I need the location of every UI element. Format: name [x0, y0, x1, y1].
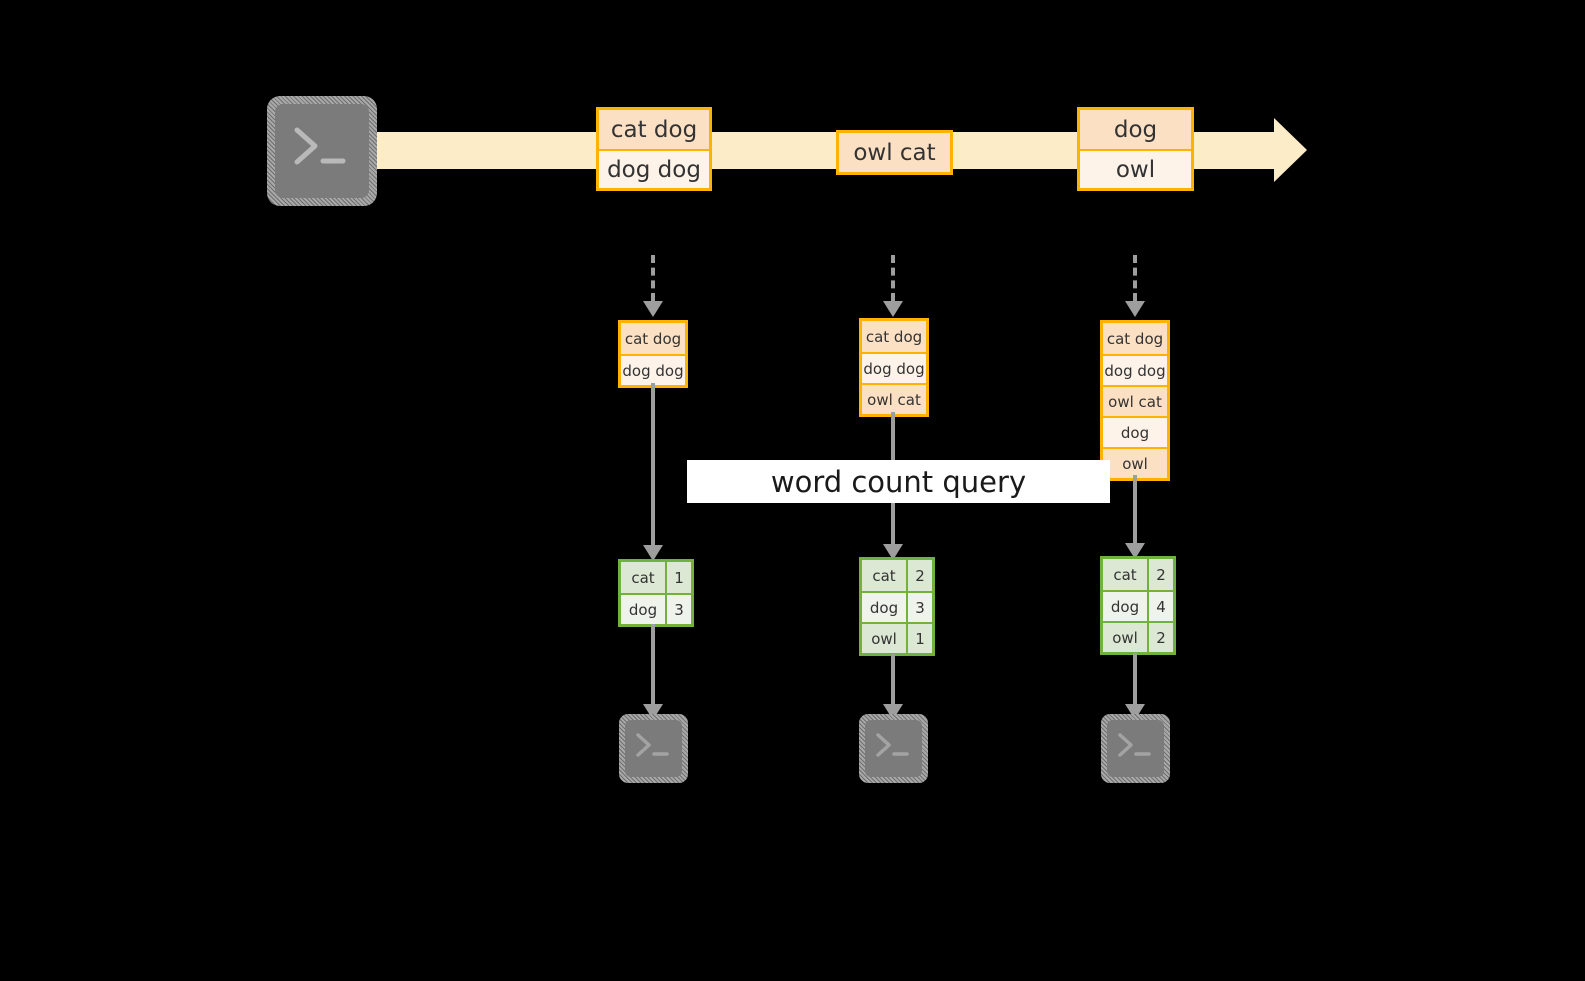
- stream-record-3: dog owl: [1077, 107, 1194, 191]
- result-word-cell: dog: [1103, 592, 1147, 621]
- snapshot-1-result-table: cat 1 dog 3: [618, 559, 694, 627]
- terminal-prompt-glyph-icon: [1118, 733, 1151, 757]
- terminal-face: [625, 720, 682, 777]
- snapshot-1-output-arrow-icon: [643, 624, 663, 720]
- result-count-cell: 1: [665, 562, 691, 593]
- result-word-cell: dog: [621, 595, 665, 624]
- stream-record-1: cat dog dog dog: [596, 107, 712, 191]
- result-row: cat 1: [621, 562, 691, 593]
- result-row: dog 4: [1103, 590, 1173, 621]
- snapshot-3-query-arrow-icon: [1125, 475, 1145, 559]
- result-count-cell: 1: [906, 624, 932, 653]
- snapshot-table-row: cat dog: [621, 323, 685, 354]
- result-word-cell: cat: [1103, 559, 1147, 590]
- snapshot-table-row: dog: [1103, 416, 1167, 447]
- result-count-cell: 3: [906, 593, 932, 622]
- snapshot-2-output-arrow-icon: [883, 654, 903, 720]
- terminal-prompt-glyph-icon: [876, 733, 909, 757]
- producer-terminal-icon: [267, 96, 377, 206]
- result-row: dog 3: [621, 593, 691, 624]
- stream-arrowhead-icon: [1274, 118, 1307, 182]
- result-word-cell: owl: [1103, 623, 1147, 652]
- result-count-cell: 2: [1147, 559, 1173, 590]
- result-row: cat 2: [862, 560, 932, 591]
- snapshot-1-consumer-terminal-icon: [619, 714, 688, 783]
- result-count-cell: 3: [665, 595, 691, 624]
- stream-record-line: owl cat: [839, 133, 950, 172]
- result-count-cell: 4: [1147, 592, 1173, 621]
- result-count-cell: 2: [906, 560, 932, 591]
- snapshot-table-row: dog dog: [621, 354, 685, 385]
- stream-record-line: dog dog: [599, 149, 709, 188]
- result-row: owl 1: [862, 622, 932, 653]
- snapshot-table-row: owl cat: [1103, 385, 1167, 416]
- terminal-face: [865, 720, 922, 777]
- terminal-face: [1107, 720, 1164, 777]
- stream-record-line: dog: [1080, 110, 1191, 149]
- terminal-prompt-glyph-icon: [294, 127, 346, 165]
- result-word-cell: cat: [862, 560, 906, 591]
- snapshot-1-query-arrow-icon: [643, 383, 663, 561]
- terminal-prompt-glyph-icon: [636, 733, 669, 757]
- snapshot-3-output-arrow-icon: [1125, 653, 1145, 720]
- snapshot-table-row: owl: [1103, 447, 1167, 478]
- result-word-cell: owl: [862, 624, 906, 653]
- snapshot-table-row: dog dog: [1103, 354, 1167, 385]
- stream-record-line: cat dog: [599, 110, 709, 149]
- snapshot-table-row: cat dog: [1103, 323, 1167, 354]
- snapshot-table-row: dog dog: [862, 352, 926, 383]
- stream-record-line: owl: [1080, 149, 1191, 188]
- result-count-cell: 2: [1147, 623, 1173, 652]
- snapshot-table-row: cat dog: [862, 321, 926, 352]
- result-row: cat 2: [1103, 559, 1173, 590]
- result-word-cell: dog: [862, 593, 906, 622]
- snapshot-table-row: owl cat: [862, 383, 926, 414]
- snapshot-3-consumer-terminal-icon: [1101, 714, 1170, 783]
- query-label: word count query: [687, 460, 1110, 503]
- result-word-cell: cat: [621, 562, 665, 593]
- snapshot-1-table: cat dog dog dog: [618, 320, 688, 388]
- snapshot-3-result-table: cat 2 dog 4 owl 2: [1100, 556, 1176, 655]
- snapshot-2-tap-arrow-icon: [883, 255, 903, 317]
- result-row: dog 3: [862, 591, 932, 622]
- snapshot-3-table: cat dog dog dog owl cat dog owl: [1100, 320, 1170, 481]
- snapshot-3-tap-arrow-icon: [1125, 255, 1145, 317]
- snapshot-1-tap-arrow-icon: [643, 255, 663, 317]
- snapshot-2-table: cat dog dog dog owl cat: [859, 318, 929, 417]
- result-row: owl 2: [1103, 621, 1173, 652]
- snapshot-2-consumer-terminal-icon: [859, 714, 928, 783]
- terminal-face: [275, 104, 369, 198]
- snapshot-2-result-table: cat 2 dog 3 owl 1: [859, 557, 935, 656]
- stream-record-2: owl cat: [836, 130, 953, 175]
